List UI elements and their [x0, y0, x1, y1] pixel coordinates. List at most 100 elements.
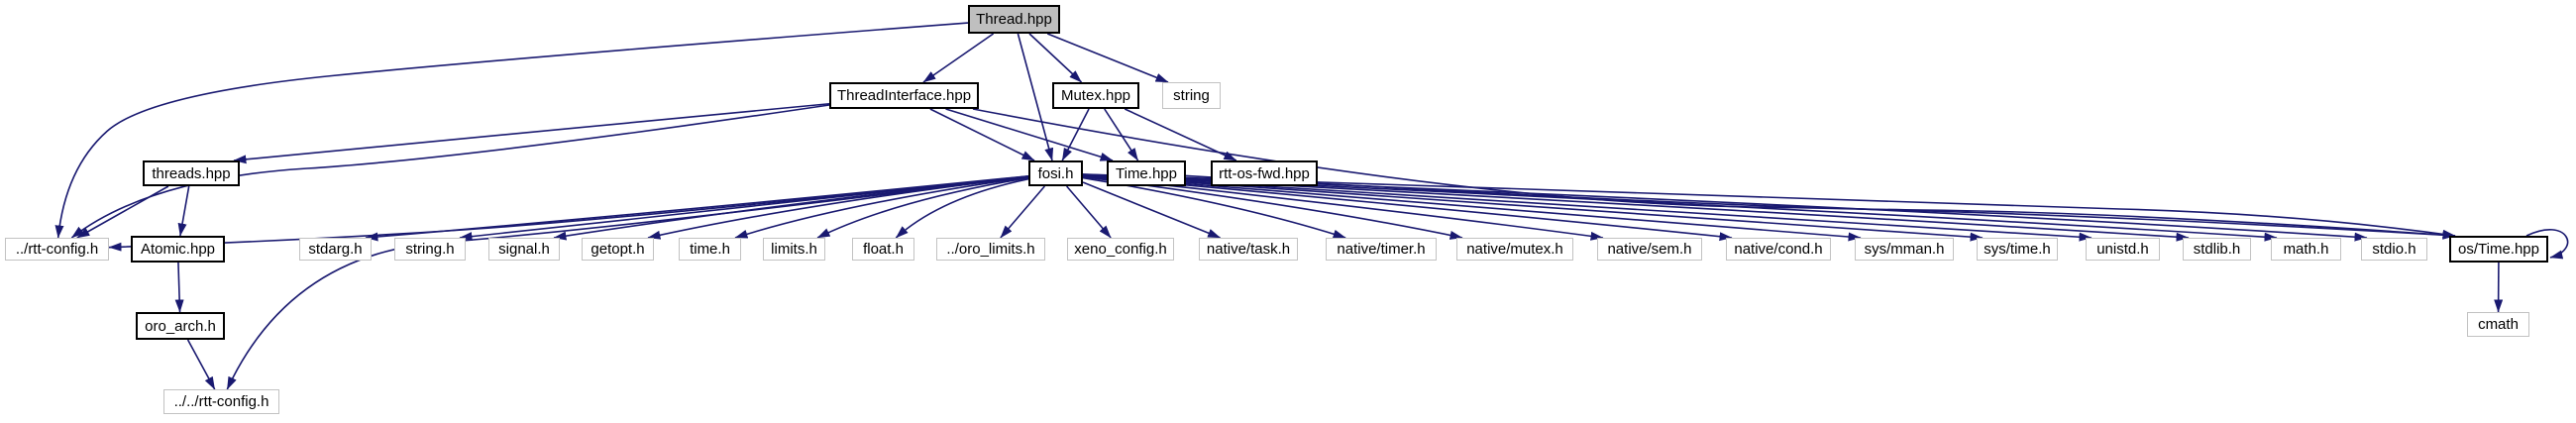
node-rtt-config-h: ../rtt-config.h: [5, 238, 109, 261]
node-native-timer-h: native/timer.h: [1326, 238, 1437, 261]
edge-oro-arch-h-to-rtt-config-h: [186, 339, 216, 390]
node-label: ../oro_limits.h: [946, 241, 1035, 258]
edge-fosi-h-to-rtt-config-h: [108, 175, 1029, 252]
edge-fosi-h-to-oro-limits-h: [1000, 185, 1045, 239]
edge-fosi-h-to-getopt-h: [647, 175, 1029, 240]
node-label: cmath: [2478, 316, 2519, 333]
node-label: limits.h: [771, 241, 817, 258]
node-sys-mman-h: sys/mman.h: [1855, 238, 1954, 261]
node-label: sys/mman.h: [1864, 241, 1945, 258]
edge-fosi-h-to-xeno-config-h: [1066, 185, 1112, 239]
node-string: string: [1162, 82, 1221, 109]
node-native-task-h: native/task.h: [1199, 238, 1298, 261]
node-stdlib-h: stdlib.h: [2183, 238, 2251, 261]
edge-threadinterface-hpp-to-fosi-h: [929, 108, 1035, 161]
node-threadinterface-hpp[interactable]: ThreadInterface.hpp: [829, 82, 979, 109]
edge-fosi-h-to-signal-h: [553, 175, 1029, 241]
node-rtt-os-fwd-hpp[interactable]: rtt-os-fwd.hpp: [1211, 160, 1318, 186]
edge-fosi-h-to-os-time-hpp: [1082, 173, 2456, 239]
edge-thread-hpp-to-threadinterface-hpp: [922, 33, 995, 83]
node-label: Thread.hpp: [976, 11, 1052, 28]
node-label: native/timer.h: [1337, 241, 1426, 258]
node-label: getopt.h: [590, 241, 645, 258]
node-math-h: math.h: [2271, 238, 2341, 261]
node-label: ../rtt-config.h: [15, 241, 99, 258]
edge-fosi-h-to-time-h: [734, 176, 1029, 239]
edge-group: [54, 22, 2569, 390]
edge-threads-hpp-to-atomic-hpp: [177, 185, 190, 237]
node-unistd-h: unistd.h: [2086, 238, 2160, 261]
edge-fosi-h-to-limits-h: [816, 176, 1029, 239]
edge-fosi-h-to-float-h: [895, 177, 1029, 239]
node-label: Atomic.hpp: [140, 241, 216, 258]
edge-atomic-hpp-to-oro-arch-h: [174, 262, 184, 313]
node-label: stdlib.h: [2193, 241, 2241, 258]
node-label: fosi.h: [1037, 164, 1074, 182]
node-os-time-hpp[interactable]: os/Time.hpp: [2449, 236, 2548, 263]
node-oro-arch-h[interactable]: oro_arch.h: [136, 312, 225, 340]
node-label: time.h: [690, 241, 730, 258]
node-label: xeno_config.h: [1074, 241, 1167, 258]
node-label: native/mutex.h: [1466, 241, 1563, 258]
node-label: native/sem.h: [1607, 241, 1692, 258]
edge-time-hpp-to-os-time-hpp: [1185, 174, 2456, 240]
node-atomic-hpp[interactable]: Atomic.hpp: [131, 236, 225, 263]
node-threads-hpp[interactable]: threads.hpp: [143, 160, 240, 186]
node-stdio-h: stdio.h: [2361, 238, 2427, 261]
node-label: string.h: [405, 241, 455, 258]
edge-fosi-h-to-stdarg-h: [365, 174, 1029, 242]
node-xeno-config-h: xeno_config.h: [1067, 238, 1174, 261]
node-time-hpp[interactable]: Time.hpp: [1107, 160, 1186, 186]
node-label: oro_arch.h: [145, 317, 216, 335]
node-float-h: float.h: [852, 238, 914, 261]
node-label: float.h: [863, 241, 904, 258]
node-rtt-config-h: ../../rtt-config.h: [163, 389, 279, 414]
node-thread-hpp[interactable]: Thread.hpp: [968, 5, 1060, 34]
node-sys-time-h: sys/time.h: [1977, 238, 2058, 261]
edge-mutex-hpp-to-rtt-os-fwd-hpp: [1124, 108, 1237, 161]
node-signal-h: signal.h: [488, 238, 560, 261]
node-native-cond-h: native/cond.h: [1726, 238, 1831, 261]
edge-mutex-hpp-to-fosi-h: [1061, 108, 1090, 161]
node-native-sem-h: native/sem.h: [1597, 238, 1702, 261]
edge-threadinterface-hpp-to-os-time-hpp: [972, 108, 2456, 240]
node-label: stdarg.h: [308, 241, 363, 258]
node-label: unistd.h: [2096, 241, 2149, 258]
node-label: sys/time.h: [1984, 241, 2051, 258]
edge-os-time-hpp-to-os-time-hpp: [2525, 229, 2569, 260]
edge-thread-hpp-to-string: [1046, 33, 1169, 83]
edge-thread-hpp-to-mutex-hpp: [1028, 33, 1083, 83]
edge-thread-hpp-to-fosi-h: [1017, 33, 1054, 161]
node-label: os/Time.hpp: [2458, 241, 2539, 258]
node-fosi-h[interactable]: fosi.h: [1028, 160, 1083, 186]
node-label: math.h: [2283, 241, 2329, 258]
node-label: ThreadInterface.hpp: [836, 87, 972, 104]
edge-threadinterface-hpp-to-threads-hpp: [233, 102, 830, 164]
edge-mutex-hpp-to-time-hpp: [1104, 108, 1139, 161]
node-getopt-h: getopt.h: [582, 238, 654, 261]
node-label: Mutex.hpp: [1060, 87, 1131, 104]
node-label: Time.hpp: [1116, 164, 1177, 182]
node-label: native/task.h: [1206, 241, 1291, 258]
node-native-mutex-h: native/mutex.h: [1456, 238, 1573, 261]
node-limits-h: limits.h: [763, 238, 825, 261]
node-label: string: [1173, 87, 1210, 104]
node-label: rtt-os-fwd.hpp: [1219, 164, 1310, 182]
edge-fosi-h-to-string-h: [459, 175, 1029, 242]
node-time-h: time.h: [679, 238, 741, 261]
node-cmath: cmath: [2467, 312, 2529, 337]
node-mutex-hpp[interactable]: Mutex.hpp: [1052, 82, 1139, 109]
node-label: stdio.h: [2372, 241, 2416, 258]
node-label: signal.h: [498, 241, 550, 258]
edge-thread-hpp-to-rtt-config-h: [54, 22, 969, 239]
edge-fosi-h-to-native-task-h: [1082, 181, 1222, 239]
edge-fosi-h-to-native-cond-h: [1082, 174, 1733, 242]
edge-threads-hpp-to-rtt-config-h: [76, 185, 169, 239]
edge-fosi-h-to-rtt-config-h: [226, 175, 1029, 390]
node-label: threads.hpp: [152, 164, 231, 182]
node-label: native/cond.h: [1734, 241, 1823, 258]
node-oro-limits-h: ../oro_limits.h: [936, 238, 1045, 261]
node-string-h: string.h: [394, 238, 466, 261]
